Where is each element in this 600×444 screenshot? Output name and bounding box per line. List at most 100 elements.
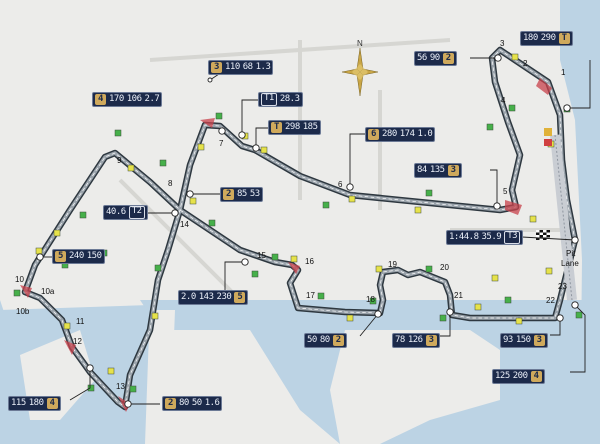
- info-box-turn-5: 84 135 3: [414, 163, 462, 178]
- info-box-sector-2: 40.6 T2: [103, 205, 148, 220]
- sector-badge: T3: [504, 231, 521, 244]
- info-box-top-speed: 180 290 T: [520, 31, 573, 46]
- info-box-turn-12: 115 180 4: [8, 396, 61, 411]
- info-value: 1.3: [255, 62, 271, 72]
- info-value: 106: [126, 94, 142, 104]
- info-value: 150: [86, 251, 102, 261]
- runoff-areas: [20, 78, 552, 412]
- info-value: 126: [407, 335, 423, 345]
- turn-22-label: 22: [546, 296, 555, 305]
- info-value: 1.0: [417, 129, 433, 139]
- turn-19-label: 19: [388, 260, 397, 269]
- info-box-turn-8: 2 85 53: [220, 187, 263, 202]
- turn-11-label: 11: [76, 317, 85, 326]
- info-value: 290: [540, 33, 556, 43]
- info-box-sector-1: T1 28.3: [258, 92, 303, 107]
- info-value: 200: [512, 371, 528, 381]
- turn-16-label: 16: [305, 257, 314, 266]
- info-value: 50: [307, 335, 317, 345]
- gear-badge: 3: [447, 165, 459, 176]
- info-value: 230: [216, 292, 232, 302]
- gear-badge: 4: [95, 94, 106, 105]
- compass-north-label: N: [357, 39, 363, 48]
- info-value: 125: [495, 371, 510, 381]
- gear-badge: 2: [223, 189, 234, 200]
- info-value: 68: [242, 62, 253, 72]
- pit-lane: [536, 134, 577, 301]
- info-value: 93: [503, 335, 513, 345]
- info-value: 180: [523, 33, 538, 43]
- info-value: 174: [399, 129, 415, 139]
- info-value: 80: [319, 335, 330, 345]
- info-box-turn-3: 3 110 68 1.3: [208, 60, 274, 75]
- turn-12-label: 12: [73, 337, 82, 346]
- turn-5-label: 5: [503, 187, 508, 196]
- info-value: 110: [225, 62, 240, 72]
- info-box-turn-13: 2 80 50 1.6: [162, 396, 223, 411]
- info-box-turn-18: 50 80 2: [304, 333, 347, 348]
- info-box-lap-record: 1:44.8 35.9 T3: [446, 230, 524, 245]
- info-value: 78: [395, 335, 405, 345]
- compass-rose: [341, 47, 379, 97]
- gear-badge: 4: [46, 398, 58, 409]
- info-value: 2.7: [144, 94, 160, 104]
- info-value: 170: [109, 94, 124, 104]
- sector-badge: T2: [128, 206, 145, 219]
- gear-badge: 3: [211, 62, 222, 73]
- turn-13-label: 13: [116, 382, 125, 391]
- info-value: 80: [179, 398, 189, 408]
- turn-6-label: 6: [338, 180, 343, 189]
- turn-8-label: 8: [168, 179, 173, 188]
- turn-2-label: 2: [523, 59, 528, 68]
- info-value: 150: [515, 335, 531, 345]
- info-value: 1.6: [204, 398, 220, 408]
- turn-4-label: 4: [501, 96, 506, 105]
- info-value: 56: [417, 53, 427, 63]
- pit-lane-label-2: Lane: [561, 259, 579, 268]
- gear-badge: 5: [234, 292, 246, 303]
- turn-10a-label: 10a: [41, 287, 55, 296]
- turn-17-label: 17: [306, 291, 315, 300]
- gear-badge: 5: [55, 251, 66, 262]
- info-value: 85: [237, 189, 247, 199]
- gear-badge: 2: [165, 398, 176, 409]
- leader-lines: [36, 54, 591, 408]
- gear-badge: 6: [368, 129, 379, 140]
- turn-23-label: 23: [558, 282, 567, 291]
- info-value: 53: [249, 189, 260, 199]
- pit-signs: [544, 128, 552, 146]
- sector-badge: T1: [261, 93, 277, 106]
- info-value: 143: [198, 292, 214, 302]
- info-value: 35.9: [481, 232, 502, 242]
- turn-21-label: 21: [454, 291, 463, 300]
- gear-badge: 4: [530, 371, 542, 382]
- info-box-turn-22: 93 150 3: [500, 333, 548, 348]
- info-value: 180: [28, 398, 44, 408]
- info-value: 135: [429, 165, 445, 175]
- track: [21, 46, 579, 411]
- gear-badge: 2: [442, 53, 454, 64]
- info-box-turn-3-speed: 56 90 2: [414, 51, 457, 66]
- info-box-turn-6: 6 280 174 1.0: [365, 127, 436, 142]
- info-box-turn-10: 5 240 150: [52, 249, 105, 264]
- turn-10-label: 10: [15, 275, 24, 284]
- info-value: 115: [11, 398, 26, 408]
- info-value: 84: [417, 165, 427, 175]
- info-box-speed-trap: T 298 185: [268, 120, 321, 135]
- info-value: 1:44.8: [449, 232, 479, 242]
- info-box-turn-23: 125 200 4: [492, 369, 545, 384]
- gear-badge: 2: [332, 335, 344, 346]
- turn-7-label: 7: [219, 139, 224, 148]
- gear-badge: 3: [533, 335, 545, 346]
- land-areas: [20, 310, 500, 444]
- turn-20-label: 20: [440, 263, 449, 272]
- turn-14-label: 14: [180, 220, 189, 229]
- info-value: 185: [302, 122, 318, 132]
- turn-3-label: 3: [500, 39, 505, 48]
- turn-1-label: 1: [561, 68, 566, 77]
- info-value: 50: [191, 398, 202, 408]
- info-value: 28.3: [279, 94, 300, 104]
- info-box-gear-4: 4 170 106 2.7: [92, 92, 163, 107]
